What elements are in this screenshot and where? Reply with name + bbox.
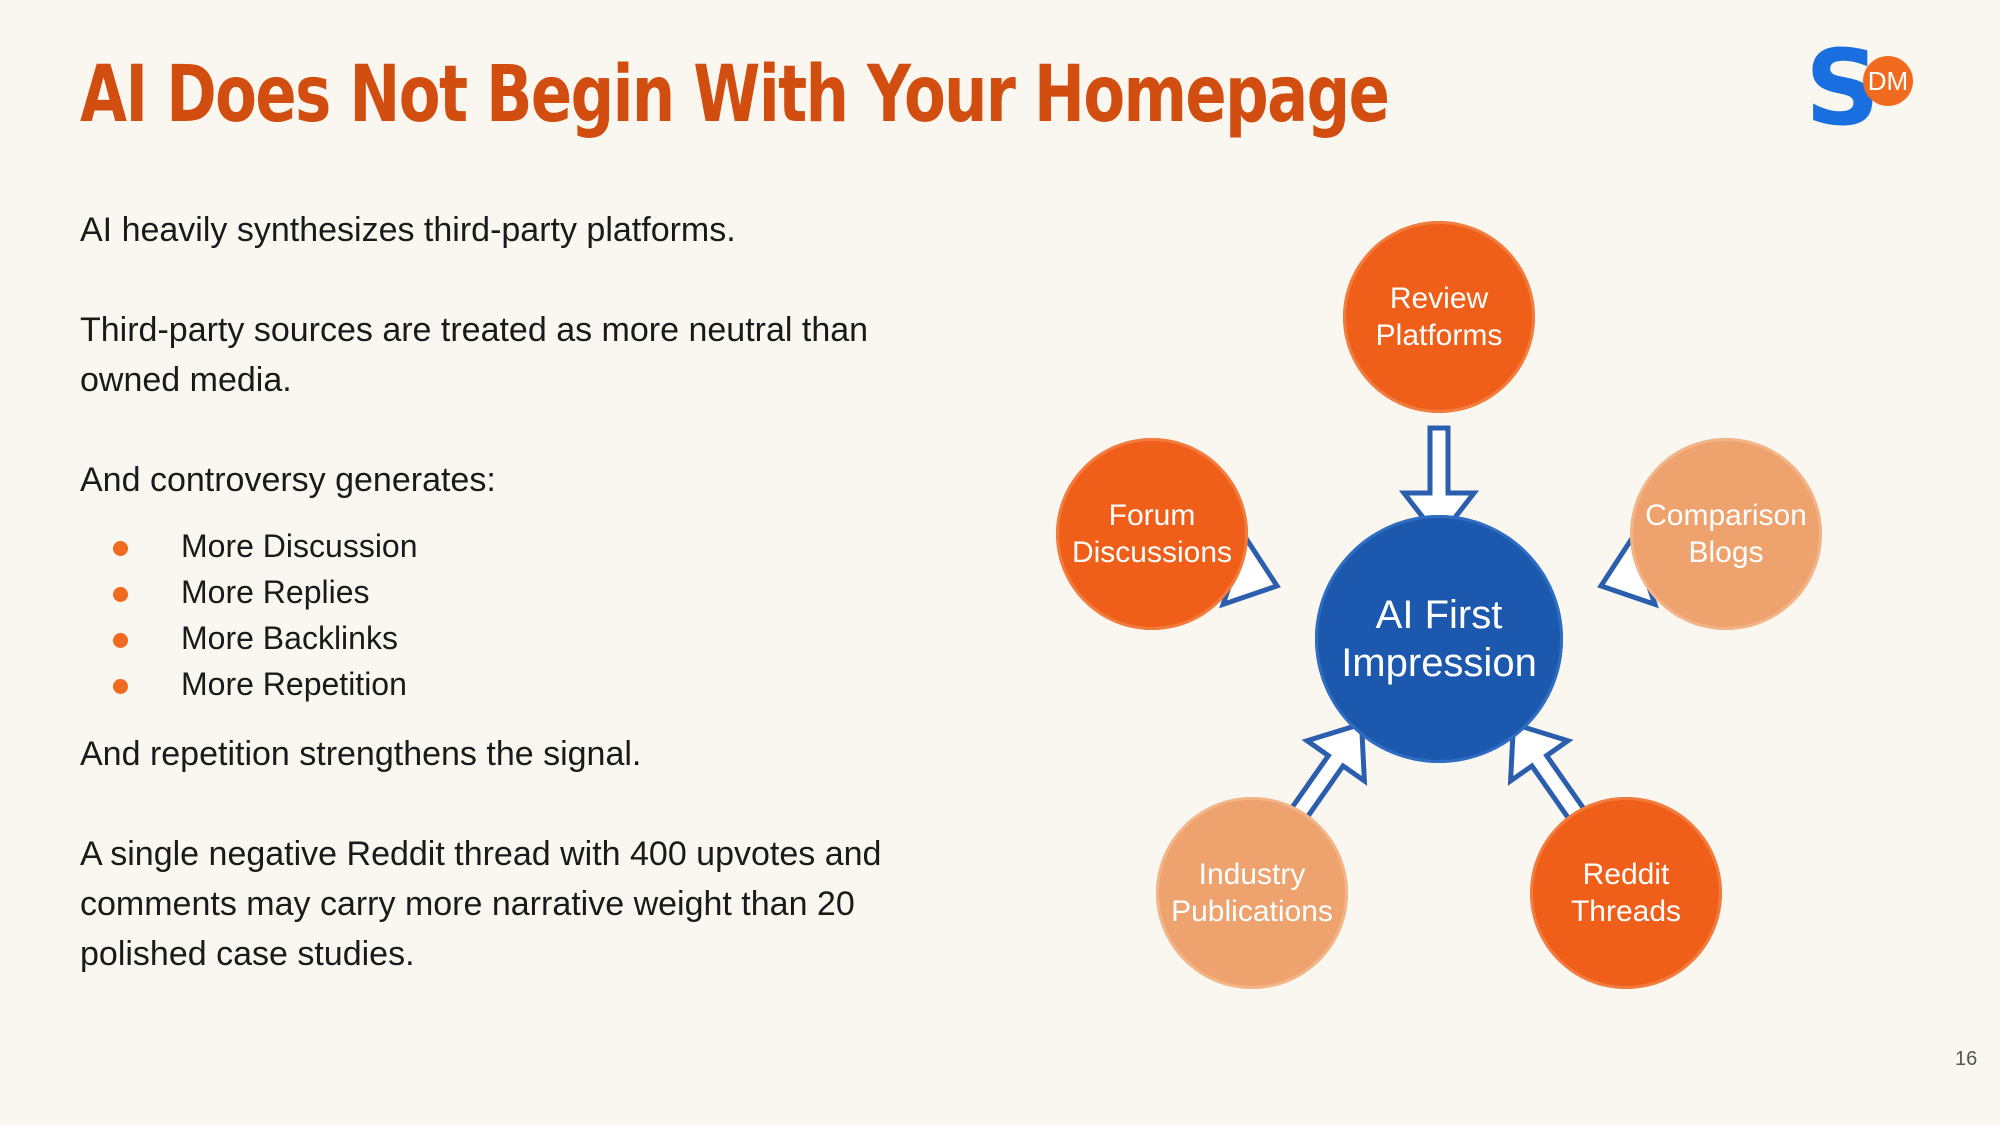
list-item: More Repetition: [80, 661, 900, 707]
center-label: AI First Impression: [1341, 593, 1537, 685]
paragraph-third-party: AI heavily synthesizes third-party platf…: [80, 211, 736, 249]
bullet-icon: [113, 679, 128, 694]
node-label: Forum Discussions: [1071, 499, 1233, 569]
bullet-list: More Discussion More Replies More Backli…: [80, 523, 900, 707]
node-ai-first-impression: AI First Impression: [1315, 515, 1563, 763]
node-label: Review Platforms: [1375, 282, 1503, 352]
node-label: Industry Publications: [1171, 858, 1333, 928]
list-item: More Replies: [80, 569, 900, 615]
paragraph-reddit-example: A single negative Reddit thread with 400…: [80, 835, 882, 973]
slide-body: AI heavily synthesizes third-party platf…: [80, 205, 900, 979]
paragraph-controversy: And controversy generates:: [80, 461, 496, 499]
influence-diagram: Review Platforms Comparison Blogs Reddit…: [1040, 200, 1900, 1020]
bullet-icon: [113, 587, 128, 602]
node-review-platforms: Review Platforms: [1343, 221, 1535, 413]
node-label: Comparison Blogs: [1645, 499, 1807, 569]
brand-logo: S DM: [1805, 36, 1925, 140]
paragraph-neutral: Third-party sources are treated as more …: [80, 311, 869, 399]
list-item: More Discussion: [80, 523, 900, 569]
node-industry-publications: Industry Publications: [1156, 797, 1348, 989]
page-number: 16: [1955, 1048, 1978, 1070]
node-forum-discussions: Forum Discussions: [1056, 438, 1248, 630]
logo-badge: DM: [1863, 56, 1913, 106]
node-reddit-threads: Reddit Threads: [1530, 797, 1722, 989]
arrow-down-icon: [1287, 720, 1368, 823]
bullet-icon: [113, 633, 128, 648]
arrow-down-icon: [1507, 720, 1588, 823]
paragraph-repetition: And repetition strengthens the signal.: [80, 735, 642, 773]
slide-title: AI Does Not Begin With Your Homepage: [80, 50, 1390, 140]
node-comparison-blogs: Comparison Blogs: [1630, 438, 1822, 630]
bullet-text: More Backlinks: [181, 620, 398, 656]
list-item: More Backlinks: [80, 615, 900, 661]
bullet-text: More Replies: [181, 574, 370, 610]
bullet-text: More Discussion: [181, 528, 418, 564]
bullet-text: More Repetition: [181, 666, 407, 702]
node-label: Reddit Threads: [1570, 858, 1682, 928]
bullet-icon: [113, 541, 128, 556]
